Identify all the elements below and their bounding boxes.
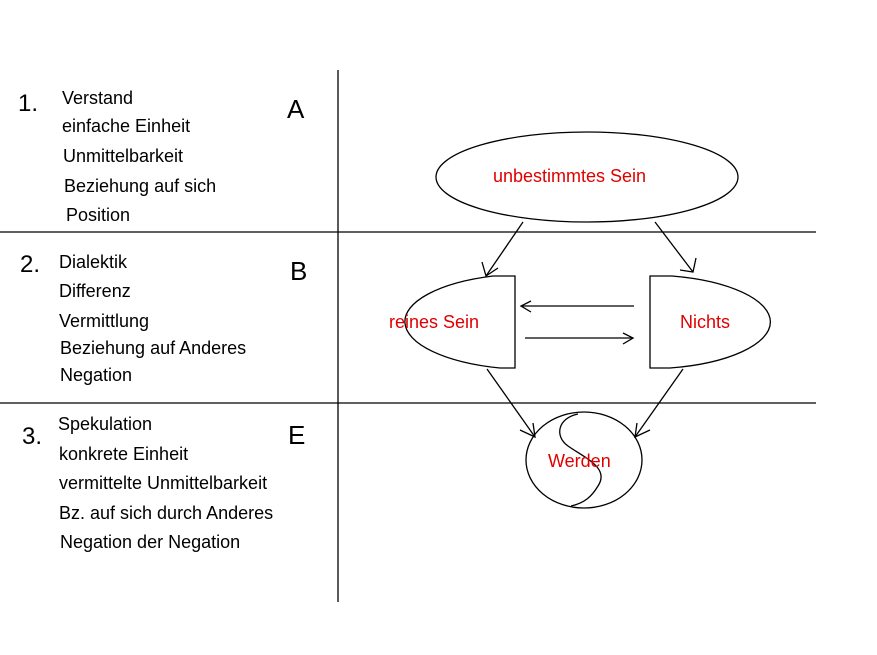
- stage-2-term: Dialektik: [59, 252, 128, 272]
- yin-yang-curve: [559, 413, 602, 507]
- node-top-shape: [435, 131, 739, 223]
- arrow-right-to-bottom: [634, 368, 684, 438]
- node-bottom-shape: [525, 411, 643, 509]
- arrow-top-to-left: [485, 221, 524, 277]
- stage-1-letter: A: [287, 94, 305, 124]
- node-left-label: reines Sein: [389, 312, 480, 332]
- stage-2-term: Differenz: [59, 281, 131, 301]
- node-right-label: Nichts: [680, 312, 731, 332]
- stage-1-term: Unmittelbarkeit: [63, 146, 184, 166]
- stage-3-number: 3.: [22, 423, 43, 450]
- stage-3-term: konkrete Einheit: [59, 444, 189, 464]
- stage-2-term: Beziehung auf Anderes: [60, 338, 247, 358]
- stage-3-term: Spekulation: [58, 414, 153, 434]
- stage-2-number: 2.: [20, 251, 41, 278]
- stage-1-number: 1.: [18, 90, 39, 117]
- stage-2-term: Vermittlung: [59, 311, 150, 331]
- stage-2-term: Negation: [60, 365, 133, 385]
- stage-3-term: Negation der Negation: [60, 532, 241, 552]
- stage-1-term: Verstand: [62, 88, 134, 108]
- stage-3-letter: E: [288, 420, 306, 450]
- node-bottom-label: Werden: [548, 451, 611, 471]
- stage-1-term: einfache Einheit: [62, 116, 191, 136]
- node-right-shape: [649, 275, 771, 369]
- stage-2-letter: B: [290, 256, 308, 286]
- arrow-top-to-right: [654, 221, 694, 273]
- stage-1-term: Position: [66, 205, 131, 225]
- node-left-shape: [404, 275, 516, 369]
- stage-3-term: Bz. auf sich durch Anderes: [59, 503, 274, 523]
- arrow-left-to-bottom: [486, 368, 536, 438]
- stage-3-term: vermittelte Unmittelbarkeit: [59, 473, 268, 493]
- node-top-label: unbestimmtes Sein: [493, 166, 647, 186]
- stage-1-term: Beziehung auf sich: [64, 176, 217, 196]
